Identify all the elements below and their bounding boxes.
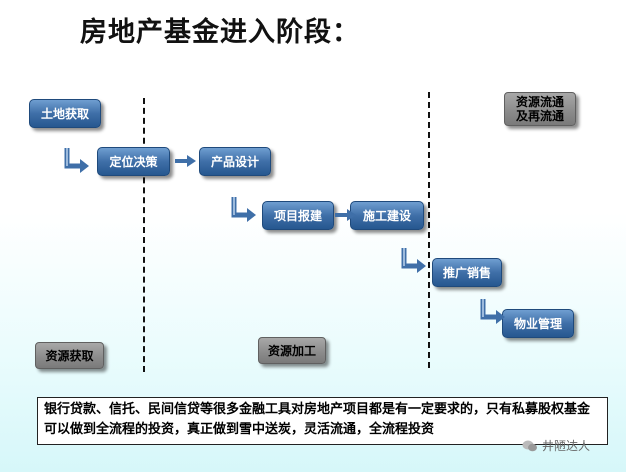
right-arrow-icon xyxy=(335,209,356,221)
phase-resource-processing-label: 资源加工 xyxy=(267,343,316,358)
bent-arrow-icon xyxy=(231,197,256,222)
step-construction: 施工建设 xyxy=(350,201,424,230)
watermark-text: 井陋达人 xyxy=(542,439,591,453)
phase-resource-acquisition-label: 资源获取 xyxy=(45,348,94,363)
step-positioning-decision: 定位决策 xyxy=(97,147,170,176)
step-land-acquisition: 土地获取 xyxy=(29,99,101,128)
page-title: 房地产基金进入阶段： xyxy=(80,17,360,48)
step-property-management: 物业管理 xyxy=(502,309,574,338)
summary-note: 银行贷款、信托、民间信贷等很多金融工具对房地产项目都是有一定要求的，只有私募股权… xyxy=(37,397,608,445)
watermark: 井陋达人 xyxy=(522,437,590,454)
bent-arrow-icon xyxy=(64,148,89,173)
phase-resource-circulation-line2: 及再流通 xyxy=(515,109,564,123)
phase-resource-circulation: 资源流通 及再流通 xyxy=(504,92,576,126)
bent-arrow-icon xyxy=(401,248,426,273)
step-project-approval: 项目报建 xyxy=(262,201,334,230)
phase-resource-processing: 资源加工 xyxy=(258,337,326,364)
bent-arrow-icon xyxy=(480,299,505,324)
step-sales-promotion: 推广销售 xyxy=(432,258,502,287)
wechat-icon xyxy=(522,440,537,451)
phase-divider-right xyxy=(428,92,430,368)
step-product-design: 产品设计 xyxy=(199,147,271,176)
phase-divider-left xyxy=(143,98,145,372)
right-arrow-icon xyxy=(175,155,196,167)
phase-resource-circulation-line1: 资源流通 xyxy=(515,95,564,109)
phase-resource-acquisition: 资源获取 xyxy=(35,342,104,369)
